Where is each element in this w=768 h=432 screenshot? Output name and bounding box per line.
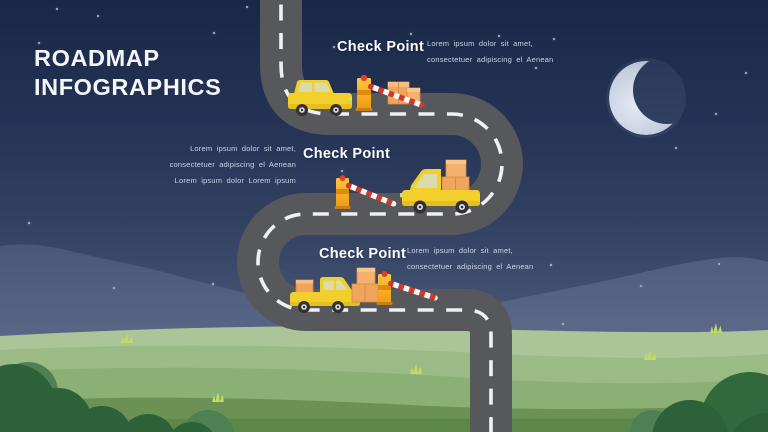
star-icon [640, 285, 642, 287]
star-icon [498, 35, 500, 37]
moon-crescent [609, 61, 683, 135]
star-icon [745, 72, 747, 74]
description-line: Lorem ipsum dolor sit amet, [427, 39, 533, 48]
star-icon [550, 264, 552, 266]
checkpoint-1-label: Check Point [337, 39, 425, 55]
star-icon [675, 147, 677, 149]
description-line: consectetuer adipiscing el Aenean [407, 262, 534, 271]
star-icon [38, 42, 40, 44]
barrier-gate-icon [334, 175, 397, 209]
title-line-1: ROADMAP [34, 45, 160, 71]
description-line: Lorem ipsum dolor sit amet, [190, 144, 296, 153]
star-icon [28, 222, 30, 224]
star-icon [56, 8, 58, 10]
star-icon [553, 38, 555, 40]
star-icon [715, 113, 717, 115]
star-icon [410, 33, 412, 35]
car-icon [288, 80, 352, 116]
wheel-icon [298, 301, 344, 313]
page-title: ROADMAP INFOGRAPHICS [34, 44, 221, 102]
bush-icon [630, 372, 768, 432]
hill-layers [0, 323, 768, 432]
description-line: consectetuer adipiscing el Aenean [169, 160, 296, 169]
road-center-line [256, 0, 504, 432]
star-icon [246, 6, 248, 8]
star-icon [333, 46, 335, 48]
moon-icon [606, 58, 686, 138]
checkpoint-3-description: Lorem ipsum dolor sit amet, consectetuer… [407, 243, 533, 275]
description-line: Lorem ipsum dolor Lorem ipsum [174, 176, 296, 185]
bush-icon [0, 362, 234, 432]
star-icon [341, 170, 343, 172]
star-icon [535, 67, 537, 69]
barrier-gate-icon [355, 74, 425, 111]
checkpoint-1-description: Lorem ipsum dolor sit amet, consectetuer… [427, 36, 553, 68]
checkpoint-3-label: Check Point [319, 246, 407, 262]
star-icon [113, 287, 115, 289]
pickup-truck-icon [290, 277, 361, 313]
star-icon [212, 283, 214, 285]
title-line-2: INFOGRAPHICS [34, 74, 222, 100]
cargo-boxes-icon [351, 267, 379, 303]
star-icon [97, 15, 99, 17]
wheel-icon [413, 200, 469, 214]
star-icon [718, 263, 720, 265]
pickup-truck-icon [400, 159, 480, 214]
description-line: consectetuer adipiscing el Aenean [427, 55, 554, 64]
description-line: Lorem ipsum dolor sit amet, [407, 246, 513, 255]
barrier-gate-icon [376, 271, 438, 305]
checkpoint-2-description: Lorem ipsum dolor sit amet, consectetuer… [160, 141, 296, 189]
star-icon [562, 323, 564, 325]
wheel-icon [296, 104, 342, 116]
star-icon [213, 32, 215, 34]
checkpoint-2-label: Check Point [303, 146, 391, 162]
